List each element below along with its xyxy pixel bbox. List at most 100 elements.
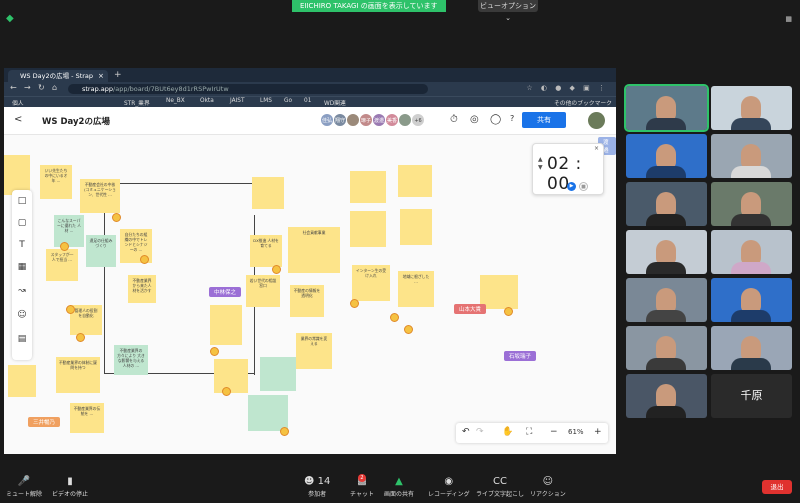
timer-icon[interactable]: ⏱ [450, 114, 458, 125]
sticky-note[interactable]: 業界の常識を変える [296, 333, 332, 369]
home-icon[interactable]: ⌂ [52, 83, 58, 92]
sticky-note[interactable]: 若い世代の相談窓口 [246, 275, 280, 307]
participants-button[interactable]: ☻ 14 参加者 [304, 476, 330, 498]
sticky-note[interactable]: 不動産業界の体制に疑問を持つ [56, 357, 100, 393]
connector-tool-icon[interactable]: ↝ [18, 286, 26, 296]
more-avatars[interactable]: +6 [411, 113, 425, 127]
video-tile[interactable] [626, 374, 707, 418]
forward-icon[interactable]: → [24, 83, 31, 92]
emoji-reaction[interactable] [404, 325, 413, 334]
view-options-button[interactable]: ビューオプション ⌄ [478, 0, 538, 22]
emoji-reaction[interactable] [390, 313, 399, 322]
image-tool-icon[interactable]: ▦ [17, 262, 27, 272]
video-tile[interactable] [711, 230, 792, 274]
emoji-reaction[interactable] [280, 427, 289, 436]
video-tile[interactable] [711, 278, 792, 322]
browser-tab[interactable]: WS Day2の広場 - Strap × [8, 70, 108, 82]
select-tool-icon[interactable]: □ [17, 196, 27, 206]
bookmark-item[interactable]: WD関連 [324, 101, 346, 107]
user-avatar[interactable] [588, 112, 605, 129]
back-icon[interactable]: ← [10, 83, 17, 92]
bookmark-item[interactable]: 01 [304, 98, 312, 104]
undo-icon[interactable]: ↶ [462, 427, 470, 437]
bookmark-item[interactable]: JAIST [230, 98, 245, 104]
chat-button[interactable]: ▩ 2 チャット [350, 474, 374, 498]
emoji-reaction[interactable] [222, 387, 231, 396]
target-icon[interactable]: ◎ [470, 114, 479, 125]
sticky-note[interactable]: インターン生の受け入れ [352, 265, 390, 301]
sticky-note[interactable] [350, 211, 386, 247]
emoji-reaction[interactable] [272, 265, 281, 274]
video-tile[interactable] [626, 182, 707, 226]
video-tile[interactable] [624, 84, 709, 132]
redo-icon[interactable]: ↷ [476, 427, 484, 437]
avatar[interactable]: 翔守 [333, 113, 347, 127]
emoji-reaction[interactable] [60, 242, 69, 251]
video-tile[interactable] [626, 326, 707, 370]
video-tile[interactable] [626, 134, 707, 178]
video-tile[interactable] [711, 326, 792, 370]
bookmark-item[interactable]: STR_業界 [124, 101, 150, 107]
sticky-note[interactable] [214, 359, 248, 393]
leave-button[interactable]: 退出 [762, 480, 792, 494]
bookmark-item[interactable]: LMS [260, 98, 272, 104]
sticky-tool-icon[interactable]: ▢ [17, 218, 27, 228]
avatar[interactable]: 美香 [385, 113, 399, 127]
emoji-reaction[interactable] [112, 213, 121, 222]
avatar[interactable]: 渡邉 [372, 113, 386, 127]
new-tab-icon[interactable]: + [114, 70, 122, 80]
share-button[interactable]: 共有 [522, 112, 566, 128]
bookmark-item[interactable]: その他のブックマーク [554, 101, 612, 107]
avatar[interactable]: 佳弘 [320, 113, 334, 127]
sticky-note[interactable]: 不動産業界から来た人材を活かす [128, 275, 156, 303]
emoji-reaction[interactable] [350, 299, 359, 308]
play-icon[interactable]: ▶ [567, 182, 576, 191]
reaction-button[interactable]: ☺ リアクション [530, 476, 566, 498]
stamp-tool-icon[interactable]: ☺ [17, 310, 27, 320]
fit-icon[interactable]: ⛶ [526, 427, 533, 437]
zoom-in-icon[interactable]: + [594, 427, 602, 437]
sticky-note[interactable] [400, 209, 432, 245]
emoji-reaction[interactable] [76, 333, 85, 342]
sticky-note[interactable] [4, 155, 30, 195]
sticky-note[interactable]: いい先生たちの中にいるオ年 … [40, 165, 72, 199]
reload-icon[interactable]: ↻ [38, 83, 45, 92]
sticky-note[interactable] [398, 165, 432, 197]
bookmark-item[interactable]: Ne_BX [166, 98, 185, 104]
shield-icon[interactable]: ◆ [6, 13, 14, 24]
sticky-note[interactable]: こんなスーパーに優れた 人材 … [54, 215, 84, 247]
zoom-out-icon[interactable]: − [550, 427, 558, 437]
sticky-note[interactable] [8, 365, 36, 397]
sticky-note[interactable] [210, 305, 242, 345]
sticky-note[interactable]: 不動産業界の方々により 大きな影響を与える人材の … [114, 345, 148, 375]
bookmark-item[interactable]: Okta [200, 98, 214, 104]
emoji-reaction[interactable] [66, 305, 75, 314]
url-bar[interactable]: strap.app/app/board/7BUt6ey8d1rRSPwIrUtw [68, 84, 428, 94]
sticky-note[interactable]: 管理人の役割を自動化 [70, 305, 102, 335]
template-tool-icon[interactable]: ▤ [17, 334, 27, 344]
sticky-note[interactable]: 不動産会社の中核 (コミュニケーション、世代性 … [80, 179, 120, 213]
sticky-note[interactable]: DX推進 人材を育てる [250, 235, 282, 267]
emoji-reaction[interactable] [210, 347, 219, 356]
video-tile[interactable] [626, 278, 707, 322]
video-button[interactable]: ▮ ビデオの停止 [52, 476, 88, 498]
avatar[interactable] [346, 113, 360, 127]
avatar[interactable] [398, 113, 412, 127]
sticky-note[interactable]: 遠足の仕組みづくり [86, 235, 116, 267]
sticky-note[interactable]: スタッフが一人で担当 … [46, 249, 78, 281]
timer-widget[interactable]: × ▲▼ 02 : 00 ▶ ■ [532, 143, 604, 195]
share-screen-button[interactable]: ▲ 画面の共有 [384, 476, 414, 498]
back-button[interactable]: < [14, 114, 23, 125]
close-icon[interactable]: × [98, 72, 104, 80]
text-tool-icon[interactable]: T [19, 240, 25, 250]
emoji-reaction[interactable] [140, 255, 149, 264]
bookmark-item[interactable]: 個人 [12, 101, 24, 107]
help-icon[interactable]: ? [510, 114, 515, 123]
timer-adjust-icon[interactable]: ▲▼ [538, 156, 543, 171]
sticky-note[interactable] [480, 275, 518, 309]
record-button[interactable]: ◉ レコーディング [428, 476, 470, 498]
mute-button[interactable]: 🎤 ミュート解除 [6, 476, 42, 498]
video-tile[interactable]: 千原 [711, 374, 792, 418]
sticky-note[interactable]: 不動産業界の伝統を … [70, 403, 104, 433]
emoji-reaction[interactable] [504, 307, 513, 316]
